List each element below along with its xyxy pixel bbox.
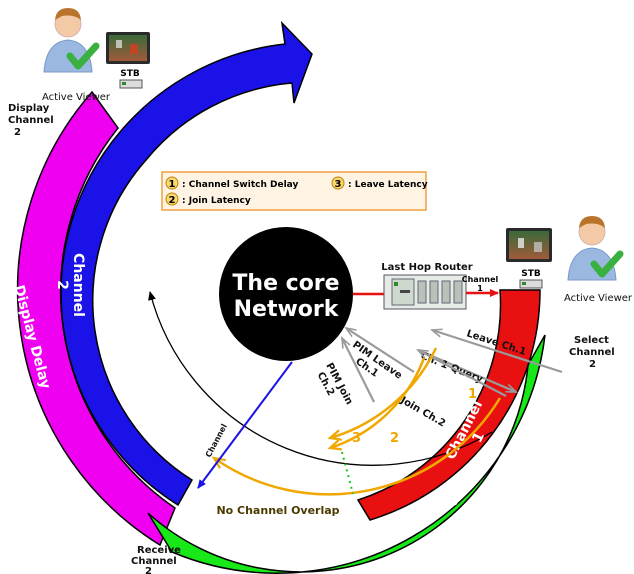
svg-text:Channel: Channel [131,556,177,567]
channel2-feed-label: Channel [204,422,229,459]
svg-text:1: 1 [169,179,176,190]
join-ch2-label: Join Ch.2 [398,395,448,430]
receive-channel2-label: Receive Channel 2 [131,545,181,574]
router-icon [383,274,467,310]
tv-icon [506,228,552,262]
leave-latency-arrow [330,347,438,438]
marker-badge-icon [165,192,179,206]
svg-text:Channel: Channel [569,347,615,358]
marker-1: 1 [468,387,477,402]
legend-item-2: 2 : Join Latency [165,192,251,206]
svg-text:: Channel Switch Delay: : Channel Switch Delay [182,180,298,190]
user-check-icon [43,8,100,73]
svg-text:2: 2 [14,127,21,138]
viewer-right-label: Active Viewer [564,293,633,304]
channel1-arc [356,289,541,521]
svg-text:2: 2 [145,566,152,574]
pim-join-arrow [341,338,375,403]
svg-text:Select: Select [574,335,609,346]
pim-leave-arrow [346,328,415,373]
select-channel2-label: Select Channel 2 [569,335,615,370]
user-check-icon [567,216,624,281]
router-label: Last Hop Router [381,262,472,273]
svg-text:: Join Latency: : Join Latency [182,196,251,206]
stb-label: STB [521,269,541,279]
set-top-box-icon [519,279,543,289]
svg-text:1: 1 [477,284,483,293]
leave-ch1-arrow [432,330,563,374]
no-channel-overlap-label: No Channel Overlap [216,504,339,517]
ch1-query-arrow [417,348,516,394]
pim-leave-label: PIM Leave Ch.1 [350,339,404,381]
svg-text:The core: The core [232,271,339,296]
core-network: The core Network [219,227,353,361]
svg-text:Network: Network [234,297,340,322]
marker-badge-icon [165,176,179,190]
join-ch2-arrow [418,350,507,397]
inner-cycle-arc [148,291,493,466]
svg-text:2: 2 [169,195,176,206]
svg-text:2: 2 [589,359,596,370]
legend-item-1: 1 : Channel Switch Delay [165,176,298,190]
svg-text:: Leave Latency: : Leave Latency [348,180,428,190]
join-latency-arrow [330,357,426,448]
svg-text:Display: Display [8,103,50,114]
viewer-right: STB Active Viewer [506,216,633,304]
svg-text:Receive: Receive [137,545,181,556]
svg-text:Channel: Channel [70,253,86,317]
viewer-left: STB Active Viewer [42,8,150,103]
channel1-feed-label: Channel 1 [462,275,499,293]
channel2-feed-arrow [197,361,293,489]
overlap-marker-line [341,451,354,495]
set-top-box-icon [119,79,143,89]
legend-box: 1 : Channel Switch Delay 2 : Join Latenc… [161,171,428,211]
display-channel2-label: Display Channel 2 [8,103,54,138]
svg-text:Channel: Channel [8,115,54,126]
channel-switch-delay-arrow [214,397,502,496]
svg-text:Channel: Channel [462,275,499,284]
channel2-arc-label: Channel 2 [54,253,86,317]
stb-label: STB [120,69,140,79]
legend-item-3: 3 : Leave Latency [331,176,428,190]
network-delay-arc [147,334,546,574]
marker-badge-icon [331,176,345,190]
pim-join-label: PIM Join Ch.2 [315,361,355,406]
channel2-arc [60,20,313,507]
tv-icon [106,32,150,64]
svg-text:3: 3 [335,179,342,190]
marker-2: 2 [390,431,399,446]
svg-text:2: 2 [54,280,70,290]
marker-3: 3 [352,431,361,446]
viewer-left-label: Active Viewer [42,92,111,103]
